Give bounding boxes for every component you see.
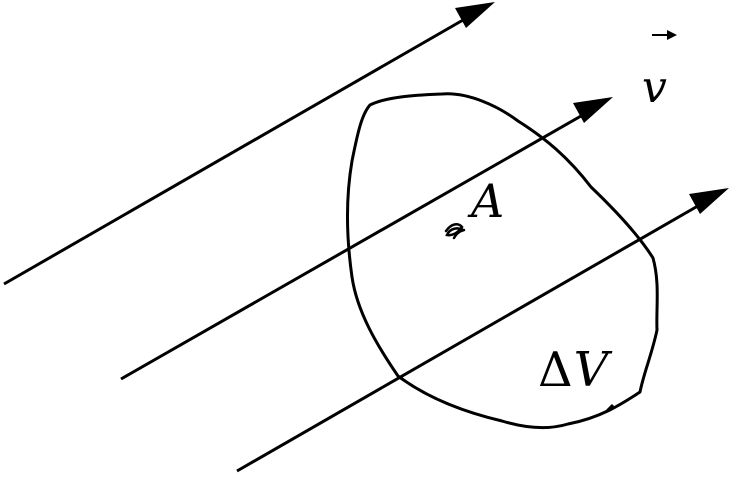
flow-line-bottom-arrowhead-icon <box>689 188 729 214</box>
point-scribble-icon <box>444 222 466 240</box>
flow-line-middle <box>120 110 589 381</box>
flow-line-top-arrowhead-icon <box>455 2 495 28</box>
volume-symbol: V <box>573 342 610 398</box>
flow-lines <box>3 2 729 473</box>
volume-label: ΔV <box>538 346 609 394</box>
right-arrow-icon-head <box>667 30 677 40</box>
flow-line-top <box>3 14 471 286</box>
volume-delta-symbol: Δ <box>538 342 574 398</box>
velocity-label: v <box>642 62 667 113</box>
flow-line-bottom <box>236 201 704 473</box>
point-label: A <box>471 174 505 228</box>
boundary-notch <box>604 403 615 414</box>
control-volume-boundary <box>346 92 659 430</box>
flow-line-middle-arrowhead-icon <box>573 97 613 123</box>
